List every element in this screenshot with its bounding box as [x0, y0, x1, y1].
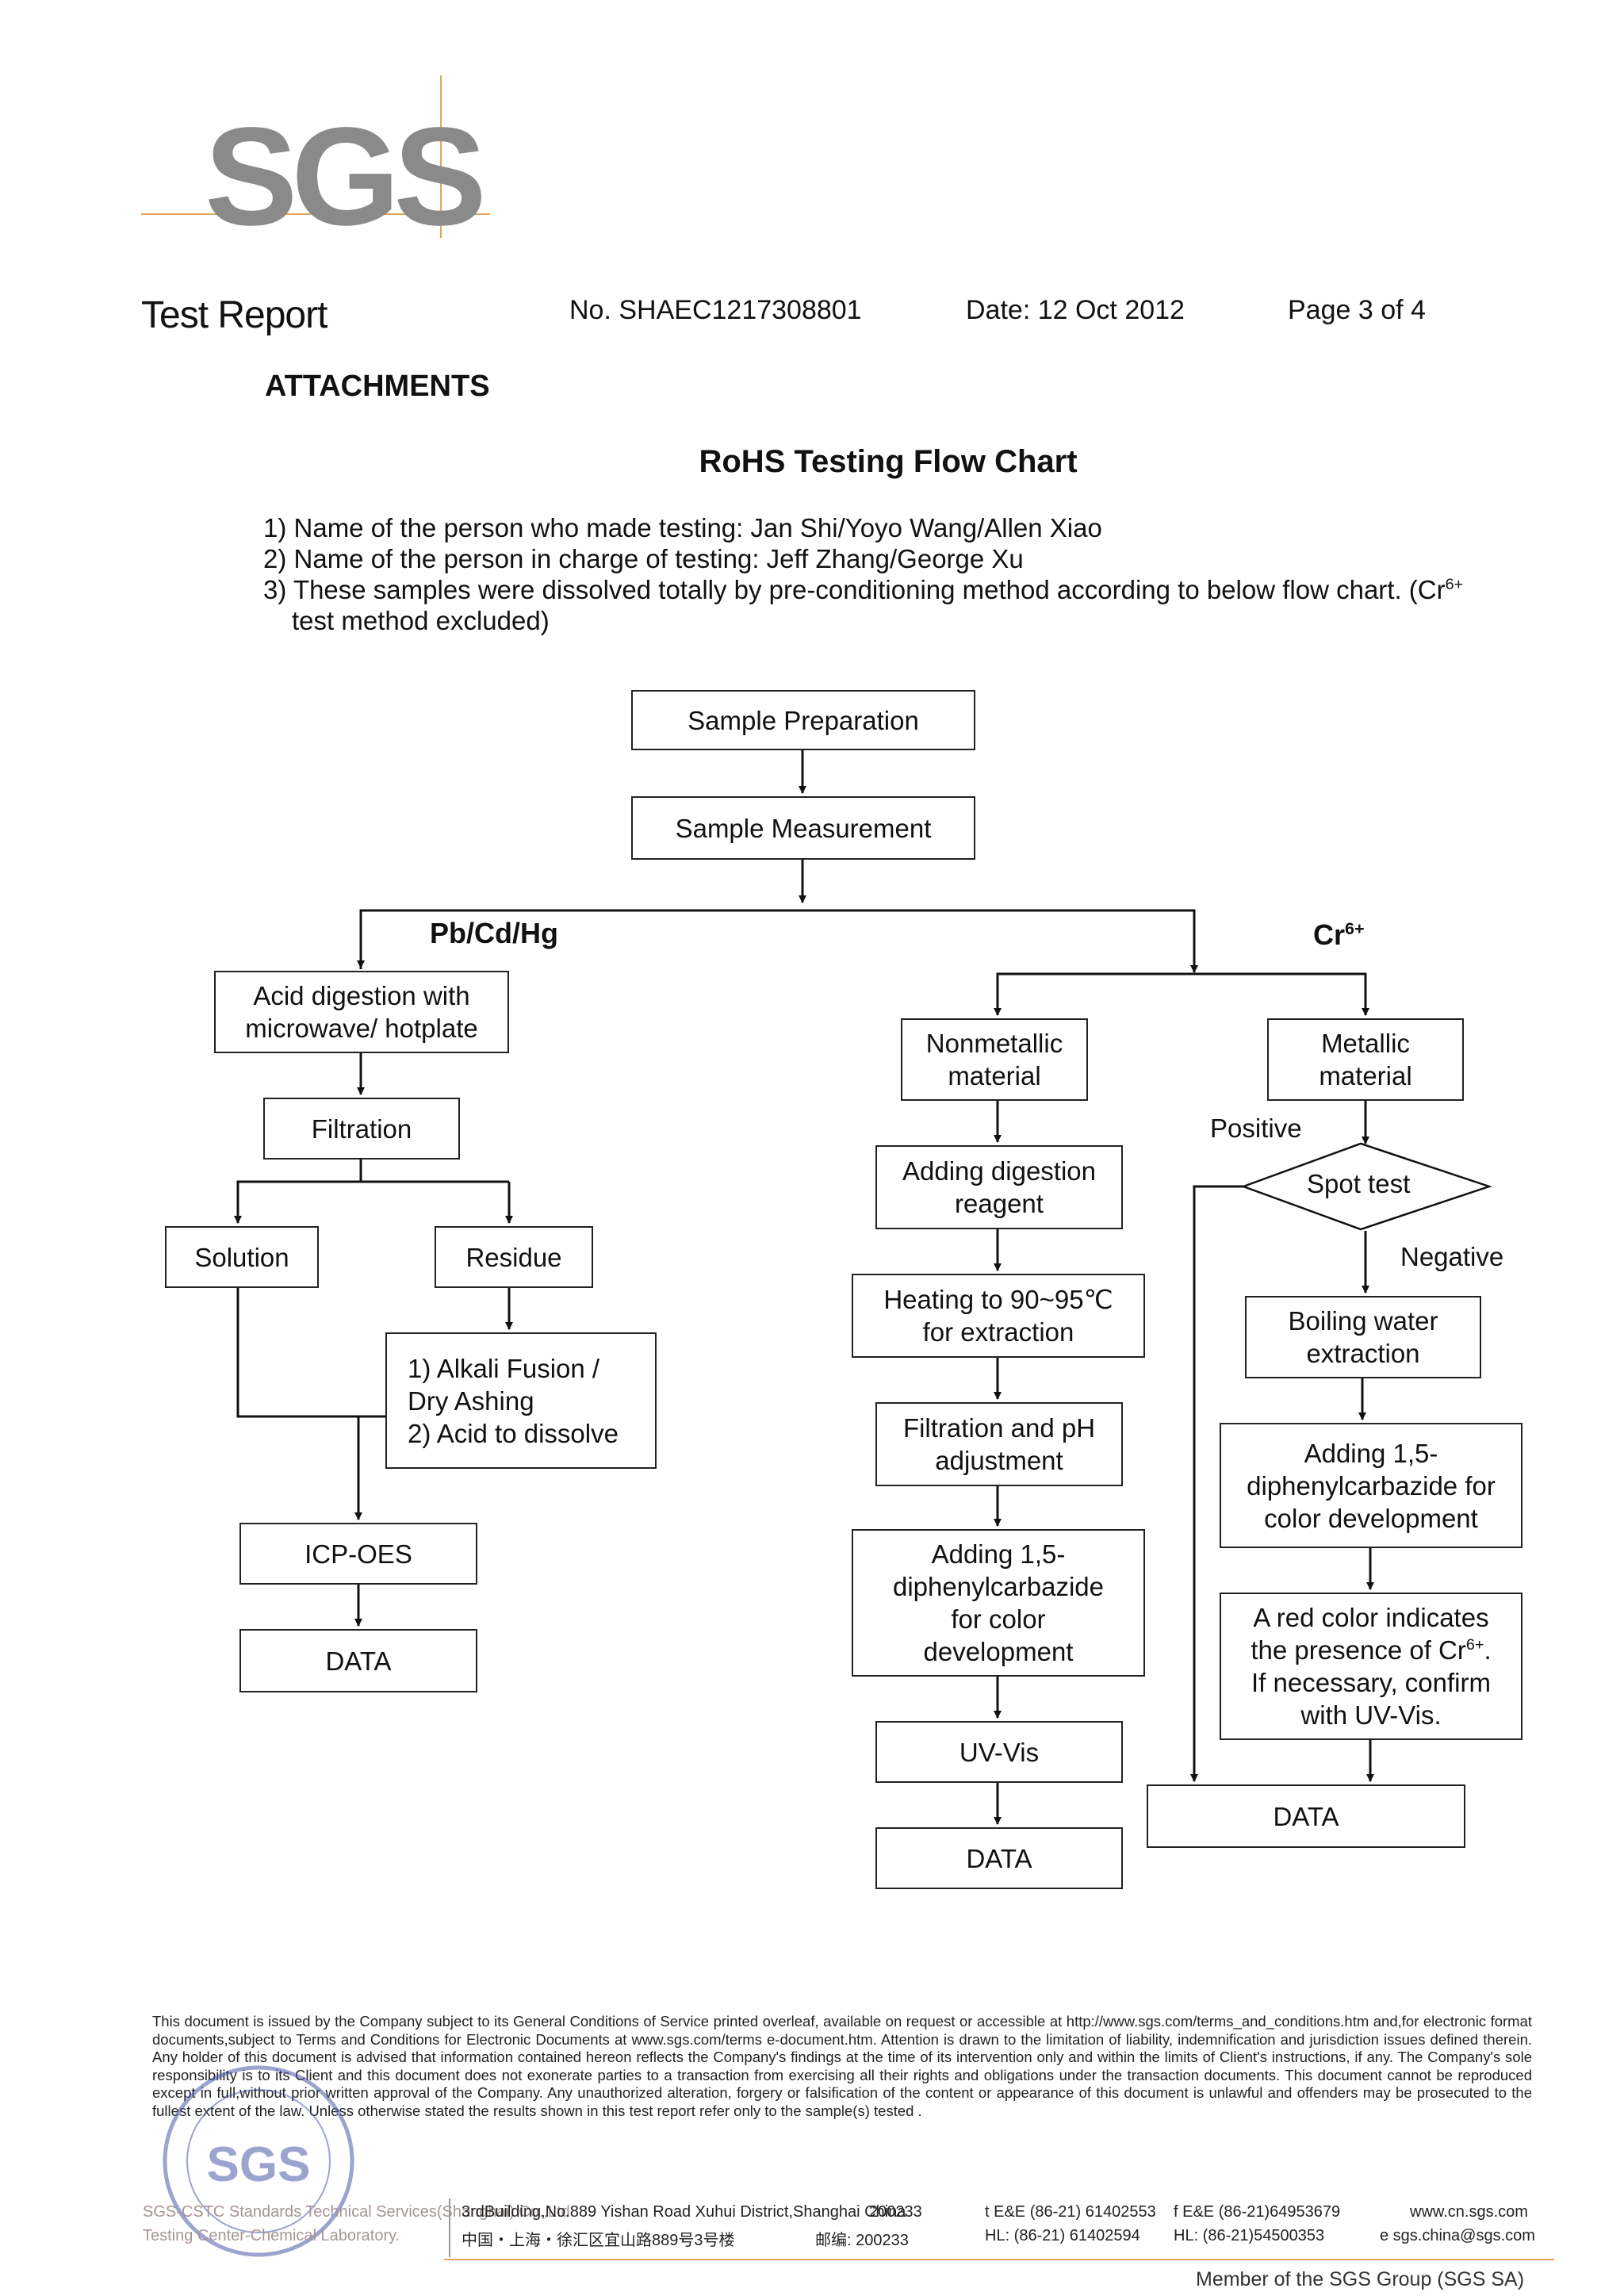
- label-pb-cd-hg: Pb/Cd/Hg: [430, 917, 558, 949]
- box-adding-diphenylcarbazide-right: Adding 1,5- diphenylcarbazide for color …: [1220, 1423, 1522, 1548]
- box-residue: Residue: [435, 1226, 593, 1288]
- box-filtration-ph: Filtration and pH adjustment: [875, 1402, 1123, 1486]
- label-positive: Positive: [1210, 1114, 1302, 1143]
- label-cr6: Cr6+: [1313, 918, 1365, 951]
- note-3-continued: test method excluded): [292, 606, 550, 635]
- footer-company-en: SGS-CSTC Standards Technical Services(Sh…: [143, 2203, 575, 2221]
- box-data-right: DATA: [1147, 1784, 1465, 1848]
- report-number: No. SHAEC1217308801: [569, 295, 862, 325]
- box-alkali-fusion: 1) Alkali Fusion / Dry Ashing 2) Acid to…: [385, 1332, 657, 1469]
- box-filtration: Filtration: [263, 1098, 460, 1159]
- box-nonmetallic: Nonmetallic material: [901, 1018, 1088, 1101]
- flow-chart-title: RoHS Testing Flow Chart: [699, 444, 1078, 479]
- box-heating: Heating to 90~95℃ for extraction: [852, 1274, 1145, 1358]
- note-2: 2) Name of the person in charge of testi…: [263, 544, 1024, 573]
- report-date: Date: 12 Oct 2012: [966, 295, 1185, 325]
- note-1: 1) Name of the person who made testing: …: [263, 513, 1102, 542]
- footer-email: e sgs.china@sgs.com: [1380, 2227, 1535, 2244]
- footer-company-lab: Testing Center-Chemical Laboratory.: [143, 2227, 400, 2244]
- footer-fax-1: f E&E (86-21)64953679: [1174, 2203, 1341, 2221]
- report-title: Test Report: [141, 294, 327, 336]
- spot-test-diamond: [1240, 1142, 1492, 1231]
- footer-tel-2: HL: (86-21) 61402594: [985, 2227, 1140, 2244]
- box-acid-digestion: Acid digestion with microwave/ hotplate: [214, 971, 509, 1053]
- box-data-left: DATA: [239, 1629, 477, 1692]
- box-sample-preparation: Sample Preparation: [631, 690, 975, 750]
- label-negative: Negative: [1400, 1242, 1504, 1271]
- box-red-color: A red color indicates the presence of Cr…: [1220, 1593, 1522, 1740]
- box-adding-diphenylcarbazide-mid: Adding 1,5- diphenylcarbazide for color …: [852, 1529, 1145, 1677]
- box-boiling-water: Boiling water extraction: [1245, 1296, 1481, 1378]
- logo-wordmark: SGS: [205, 99, 487, 255]
- box-icp-oes: ICP-OES: [239, 1523, 477, 1585]
- footer-tel-1: t E&E (86-21) 61402553: [985, 2203, 1156, 2221]
- box-solution: Solution: [165, 1226, 319, 1288]
- label-spot-test: Spot test: [1307, 1169, 1411, 1198]
- footer-website: www.cn.sgs.com: [1410, 2203, 1528, 2221]
- footer-postcode-en: 200233: [869, 2203, 922, 2221]
- box-adding-digestion-reagent: Adding digestion reagent: [875, 1145, 1123, 1229]
- footer-disclaimer: This document is issued by the Company s…: [152, 2013, 1532, 2119]
- footer-fax-2: HL: (86-21)54500353: [1174, 2227, 1325, 2244]
- box-uv-vis: UV-Vis: [875, 1721, 1123, 1783]
- footer-divider: [449, 2198, 450, 2257]
- footer-postcode-cn: 邮编: 200233: [815, 2232, 909, 2249]
- footer-address-en: 3rdBuilding,No.889 Yishan Road Xuhui Dis…: [462, 2203, 906, 2221]
- sgs-logo: SGS: [141, 75, 490, 247]
- footer-accent-line: [444, 2259, 1554, 2260]
- footer-address-cn: 中国・上海・徐汇区宜山路889号3号楼: [462, 2232, 735, 2249]
- box-sample-measurement: Sample Measurement: [631, 796, 975, 860]
- box-data-mid: DATA: [875, 1827, 1123, 1889]
- notes: 1) Name of the person who made testing: …: [263, 512, 1463, 636]
- attachments-heading: ATTACHMENTS: [265, 370, 490, 403]
- page-number: Page 3 of 4: [1288, 295, 1426, 325]
- sgs-seal-stamp: SGS: [163, 2065, 354, 2257]
- note-3: 3) These samples were dissolved totally …: [263, 575, 1464, 604]
- footer-member: Member of the SGS Group (SGS SA): [1196, 2268, 1525, 2290]
- box-metallic: Metallic material: [1267, 1018, 1464, 1101]
- svg-text:SGS: SGS: [207, 2137, 311, 2192]
- logo-lines: [141, 75, 490, 238]
